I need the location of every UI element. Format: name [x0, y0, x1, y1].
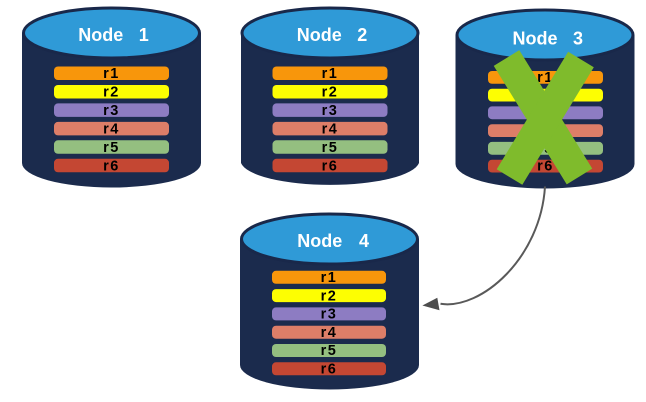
svg-text:r1: r1 [537, 70, 554, 86]
svg-text:r6: r6 [322, 158, 339, 174]
svg-text:r4: r4 [103, 121, 120, 137]
svg-text:r4: r4 [322, 121, 339, 137]
svg-text:r3: r3 [321, 307, 338, 323]
svg-text:4: 4 [359, 231, 369, 251]
svg-text:3: 3 [573, 29, 583, 49]
svg-text:r5: r5 [321, 343, 338, 359]
svg-text:r4: r4 [321, 325, 338, 341]
svg-text:r2: r2 [321, 288, 338, 304]
svg-text:Node: Node [513, 29, 558, 49]
svg-text:r5: r5 [103, 140, 120, 156]
svg-text:2: 2 [357, 25, 367, 45]
svg-text:1: 1 [139, 25, 149, 45]
svg-text:Node: Node [78, 25, 123, 45]
svg-text:r2: r2 [103, 85, 120, 101]
svg-text:r3: r3 [322, 103, 339, 119]
svg-text:r1: r1 [103, 66, 120, 82]
svg-text:r6: r6 [321, 362, 338, 378]
svg-text:r1: r1 [321, 270, 338, 286]
svg-text:r2: r2 [322, 85, 339, 101]
svg-text:Node: Node [297, 231, 342, 251]
svg-text:r6: r6 [537, 159, 554, 175]
svg-text:r5: r5 [322, 140, 339, 156]
svg-text:Node: Node [297, 25, 342, 45]
svg-text:r3: r3 [103, 103, 120, 119]
svg-text:r6: r6 [103, 158, 120, 174]
svg-text:r1: r1 [322, 66, 339, 82]
